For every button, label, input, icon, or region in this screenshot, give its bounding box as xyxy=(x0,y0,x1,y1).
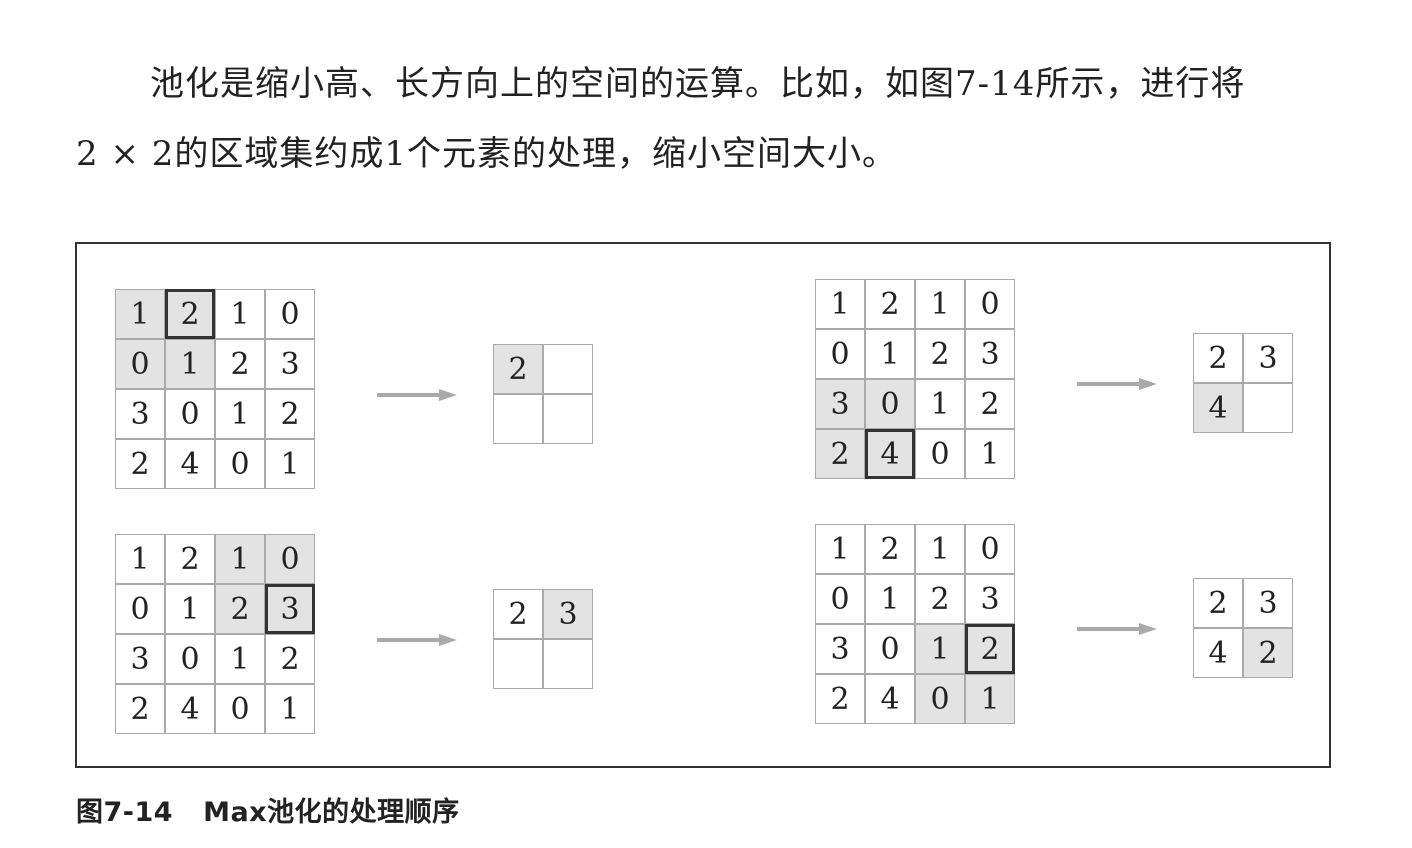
step-3-input-cell-3-2: 0 xyxy=(915,429,965,479)
step-1-output-cell-0-0: 2 xyxy=(493,344,543,394)
step-4-input-cell-1-1: 1 xyxy=(865,574,915,624)
step-4-input-cell-2-3: 2 xyxy=(965,624,1015,674)
step-1-output-cell-1-1 xyxy=(543,394,593,444)
step-2-input-cell-1-3: 3 xyxy=(265,584,315,634)
step-4-input-cell-0-1: 2 xyxy=(865,524,915,574)
step-1-input-cell-0-0: 1 xyxy=(115,289,165,339)
step-4-input-cell-3-3: 1 xyxy=(965,674,1015,724)
step-4-input-cell-0-3: 0 xyxy=(965,524,1015,574)
step-1-output-grid: 2 xyxy=(493,344,593,444)
step-4-input-cell-2-1: 0 xyxy=(865,624,915,674)
step-2-input-cell-1-0: 0 xyxy=(115,584,165,634)
step-1-input-cell-0-3: 0 xyxy=(265,289,315,339)
step-2-input-cell-3-1: 4 xyxy=(165,684,215,734)
step-4-input-cell-1-0: 0 xyxy=(815,574,865,624)
step-2-arrow-icon xyxy=(377,634,457,646)
step-3-input-cell-0-2: 1 xyxy=(915,279,965,329)
step-3-input-cell-1-3: 3 xyxy=(965,329,1015,379)
step-2-input-cell-2-1: 0 xyxy=(165,634,215,684)
figure-caption: 图7-14 Max池化的处理顺序 xyxy=(76,790,460,829)
step-2-input-cell-2-3: 2 xyxy=(265,634,315,684)
step-1-input-cell-2-1: 0 xyxy=(165,389,215,439)
step-3-input-cell-0-0: 1 xyxy=(815,279,865,329)
step-4-output-cell-1-0: 4 xyxy=(1193,628,1243,678)
step-2-input-cell-3-0: 2 xyxy=(115,684,165,734)
step-3-input-cell-2-2: 1 xyxy=(915,379,965,429)
step-3-arrow-icon xyxy=(1077,378,1157,390)
step-1-input-cell-2-2: 1 xyxy=(215,389,265,439)
step-2-output-cell-1-0 xyxy=(493,639,543,689)
step-1-input-cell-2-0: 3 xyxy=(115,389,165,439)
caption-text: Max池化的处理顺序 xyxy=(203,797,460,828)
step-3-input-cell-3-0: 2 xyxy=(815,429,865,479)
step-4-input-cell-2-0: 3 xyxy=(815,624,865,674)
step-2-input-cell-1-2: 2 xyxy=(215,584,265,634)
step-3-input-cell-0-3: 0 xyxy=(965,279,1015,329)
step-4-arrow-icon xyxy=(1077,623,1157,635)
step-2-output-cell-1-1 xyxy=(543,639,593,689)
paragraph-line-2: 2 × 2的区域集约成1个元素的处理，缩小空间大小。 xyxy=(76,134,897,174)
step-3-input-cell-1-0: 0 xyxy=(815,329,865,379)
step-3-input-cell-0-1: 2 xyxy=(865,279,915,329)
step-2-input-cell-0-3: 0 xyxy=(265,534,315,584)
step-2-input-cell-3-2: 0 xyxy=(215,684,265,734)
step-4-input-cell-3-2: 0 xyxy=(915,674,965,724)
step-2-input-cell-0-0: 1 xyxy=(115,534,165,584)
step-1-input-cell-0-2: 1 xyxy=(215,289,265,339)
step-3-input-cell-1-1: 1 xyxy=(865,329,915,379)
step-3-input-cell-2-3: 2 xyxy=(965,379,1015,429)
step-2-input-cell-2-0: 3 xyxy=(115,634,165,684)
step-2-input-cell-2-2: 1 xyxy=(215,634,265,684)
step-3-input-cell-2-1: 0 xyxy=(865,379,915,429)
step-1-input-cell-1-0: 0 xyxy=(115,339,165,389)
step-2-input-cell-1-1: 1 xyxy=(165,584,215,634)
step-1-input-cell-0-1: 2 xyxy=(165,289,215,339)
step-2-output-cell-0-1: 3 xyxy=(543,589,593,639)
step-3-output-cell-0-0: 2 xyxy=(1193,333,1243,383)
step-4-output-cell-0-1: 3 xyxy=(1243,578,1293,628)
step-1-input-cell-3-2: 0 xyxy=(215,439,265,489)
step-1-input-cell-1-2: 2 xyxy=(215,339,265,389)
step-1-input-cell-3-3: 1 xyxy=(265,439,315,489)
step-4-input-cell-3-1: 4 xyxy=(865,674,915,724)
step-3-output-cell-1-0: 4 xyxy=(1193,383,1243,433)
step-1-input-cell-3-1: 4 xyxy=(165,439,215,489)
step-2-input-cell-3-3: 1 xyxy=(265,684,315,734)
step-1-input-cell-1-3: 3 xyxy=(265,339,315,389)
paragraph-text-1: 池化是缩小高、长方向上的空间的运算。比如，如图7-14所示，进行将 xyxy=(150,64,1246,104)
step-4-input-cell-2-2: 1 xyxy=(915,624,965,674)
step-2-output-cell-0-0: 2 xyxy=(493,589,543,639)
step-4-input-cell-3-0: 2 xyxy=(815,674,865,724)
step-4-input-cell-0-2: 1 xyxy=(915,524,965,574)
step-1-input-cell-3-0: 2 xyxy=(115,439,165,489)
paragraph-line-1: 池化是缩小高、长方向上的空间的运算。比如，如图7-14所示，进行将 xyxy=(76,52,1338,116)
step-3-input-cell-3-3: 1 xyxy=(965,429,1015,479)
step-3-output-cell-1-1 xyxy=(1243,383,1293,433)
step-1-input-cell-1-1: 1 xyxy=(165,339,215,389)
step-2-input-cell-0-2: 1 xyxy=(215,534,265,584)
step-1-output-cell-1-0 xyxy=(493,394,543,444)
step-1-arrow-icon xyxy=(377,389,457,401)
step-4-input-cell-1-2: 2 xyxy=(915,574,965,624)
step-1-output-cell-0-1 xyxy=(543,344,593,394)
step-4-output-cell-0-0: 2 xyxy=(1193,578,1243,628)
step-4-output-cell-1-1: 2 xyxy=(1243,628,1293,678)
step-3-input-cell-3-1: 4 xyxy=(865,429,915,479)
step-1-input-cell-2-3: 2 xyxy=(265,389,315,439)
caption-number: 图7-14 xyxy=(76,797,174,828)
step-2-input-cell-0-1: 2 xyxy=(165,534,215,584)
step-3-input-cell-1-2: 2 xyxy=(915,329,965,379)
step-3-output-cell-0-1: 3 xyxy=(1243,333,1293,383)
step-4-input-cell-0-0: 1 xyxy=(815,524,865,574)
step-3-input-cell-2-0: 3 xyxy=(815,379,865,429)
step-4-input-cell-1-3: 3 xyxy=(965,574,1015,624)
